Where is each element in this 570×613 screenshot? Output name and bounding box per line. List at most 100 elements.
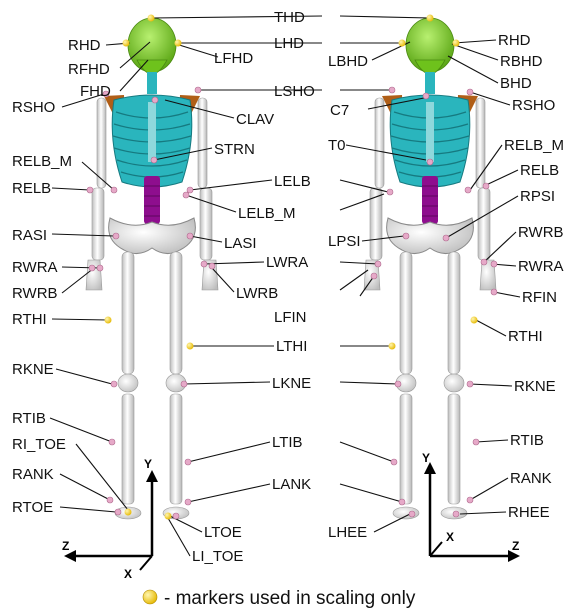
- label-lwrb: LWRB: [236, 285, 278, 302]
- label-ri-toe: RI_TOE: [12, 436, 66, 453]
- lthi-front-scaling-marker: [187, 343, 194, 350]
- lhd-front-scaling-marker: [175, 40, 182, 47]
- label-rasi: RASI: [12, 227, 47, 244]
- label-rwra-back: RWRA: [518, 258, 564, 275]
- lelb-back-marker: [387, 189, 393, 195]
- label-rwra-front: RWRA: [12, 259, 58, 276]
- label-lthi: LTHI: [276, 338, 307, 355]
- label-relb-m-back: RELB_M: [504, 137, 564, 154]
- lhd-back-scaling-marker: [399, 40, 406, 47]
- rwrb-front-marker: [89, 265, 95, 271]
- label-lelb-m: LELB_M: [238, 205, 296, 222]
- label-bhd: BHD: [500, 75, 532, 92]
- ri-toe-scaling-marker: [125, 509, 132, 516]
- label-relb-front: RELB: [12, 180, 51, 197]
- lwra-back-marker: [375, 261, 381, 267]
- rhd-back-scaling-marker: [453, 40, 460, 47]
- rthi-back-scaling-marker: [471, 317, 478, 324]
- label-lfhd: LFHD: [214, 50, 253, 67]
- front-axis-z-label: Z: [62, 539, 69, 553]
- label-ltoe: LTOE: [204, 524, 242, 541]
- label-lpsi: LPSI: [328, 233, 361, 250]
- label-lwra: LWRA: [266, 254, 308, 271]
- rtoe-marker: [115, 509, 121, 515]
- lpsi-marker: [403, 233, 409, 239]
- label-rthi-front: RTHI: [12, 311, 47, 328]
- label-rank-back: RANK: [510, 470, 552, 487]
- label-rhee: RHEE: [508, 504, 550, 521]
- label-rfin: RFIN: [522, 289, 557, 306]
- front-labels: THD LHD RHD RFHD FHD LFHD LSHO RSHO CLAV…: [12, 9, 315, 565]
- rtib-front-marker: [109, 439, 115, 445]
- label-lkne: LKNE: [272, 375, 311, 392]
- label-lhee: LHEE: [328, 524, 367, 541]
- label-lank: LANK: [272, 476, 311, 493]
- label-rsho-back: RSHO: [512, 97, 555, 114]
- rasi-marker: [113, 233, 119, 239]
- t0-marker: [427, 159, 433, 165]
- back-axis-y-label: Y: [422, 451, 430, 465]
- front-axes: Y Z X: [62, 457, 158, 581]
- label-rkne-back: RKNE: [514, 378, 556, 395]
- label-relb-m-front: RELB_M: [12, 153, 72, 170]
- rwrb-back-marker: [481, 259, 487, 265]
- label-rkne-front: RKNE: [12, 361, 54, 378]
- relb-m-back-marker: [465, 187, 471, 193]
- label-rbhd: RBHD: [500, 53, 543, 70]
- legend: - markers used in scaling only: [143, 588, 416, 609]
- label-c7: C7: [330, 102, 349, 119]
- lhee-marker: [409, 511, 415, 517]
- relb-front-marker: [87, 187, 93, 193]
- label-rfhd: RFHD: [68, 61, 110, 78]
- ltoe-marker: [173, 513, 179, 519]
- rank-back-marker: [467, 497, 473, 503]
- rtib-back-marker: [473, 439, 479, 445]
- back-axis-x-label: X: [446, 530, 454, 544]
- rank-front-marker: [107, 497, 113, 503]
- front-axis-x-label: X: [124, 567, 132, 581]
- label-rank-front: RANK: [12, 466, 54, 483]
- front-axis-y-label: Y: [144, 457, 152, 471]
- rpsi-marker: [443, 235, 449, 241]
- label-rsho-front: RSHO: [12, 99, 55, 116]
- label-lbhd: LBHD: [328, 53, 368, 70]
- label-rpsi: RPSI: [520, 188, 555, 205]
- back-axes: Y X Z: [422, 451, 520, 562]
- label-relb-back: RELB: [520, 162, 559, 179]
- relb-back-marker: [483, 183, 489, 189]
- back-axis-z-label: Z: [512, 539, 519, 553]
- label-fhd: FHD: [80, 83, 111, 100]
- lwrb-marker: [209, 263, 215, 269]
- thd-front-scaling-marker: [148, 15, 155, 22]
- rwra-front-marker: [97, 265, 103, 271]
- legend-yellow-marker-icon: [143, 590, 157, 604]
- label-clav: CLAV: [236, 111, 274, 128]
- legend-text: - markers used in scaling only: [164, 588, 416, 609]
- thd-back-scaling-marker: [427, 15, 434, 22]
- rhd-front-scaling-marker: [123, 40, 130, 47]
- lelb-m-marker: [183, 192, 189, 198]
- label-rthi-back: RTHI: [508, 328, 543, 345]
- label-strn: STRN: [214, 141, 255, 158]
- rhee-marker: [453, 511, 459, 517]
- label-rwrb-front: RWRB: [12, 285, 58, 302]
- lfin-marker: [371, 273, 377, 279]
- relb-m-front-marker: [111, 187, 117, 193]
- lasi-marker: [187, 233, 193, 239]
- label-rtib-front: RTIB: [12, 410, 46, 427]
- label-lhd: LHD: [274, 35, 304, 52]
- rwra-back-marker: [491, 261, 497, 267]
- lthi-back-scaling-marker: [389, 343, 396, 350]
- c7-marker: [423, 93, 429, 99]
- ltib-back-marker: [391, 459, 397, 465]
- lwra-marker: [201, 261, 207, 267]
- clav-marker: [152, 97, 158, 103]
- rsho-back-marker: [467, 89, 473, 95]
- strn-marker: [151, 157, 157, 163]
- li-toe-scaling-marker: [165, 513, 172, 520]
- lsho-back-marker: [389, 87, 395, 93]
- lelb-marker: [187, 187, 193, 193]
- label-li-toe: LI_TOE: [192, 548, 243, 565]
- label-lsho: LSHO: [274, 83, 315, 100]
